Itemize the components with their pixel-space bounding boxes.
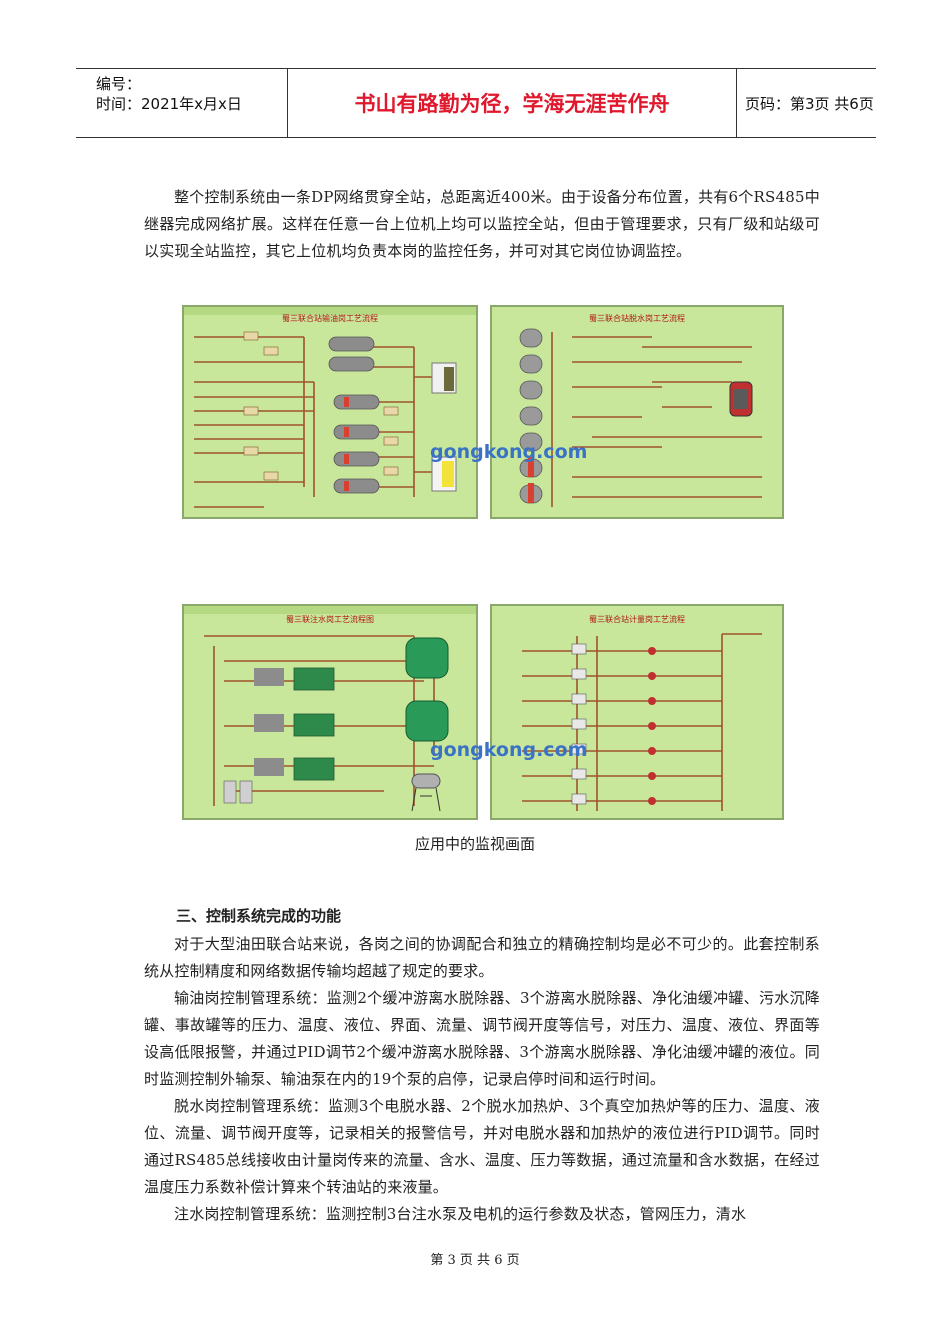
screen-title: 蜀三联注水岗工艺流程图 [286, 614, 374, 624]
paragraph-3: 脱水岗控制管理系统：监测3个电脱水器、2个脱水加热炉、3个真空加热炉等的压力、温… [144, 1097, 820, 1196]
header-motto: 书山有路勤为径，学海无涯苦作舟 [288, 69, 737, 137]
screen-title: 蜀三联合站脱水岗工艺流程 [589, 313, 685, 323]
paragraph-2: 输油岗控制管理系统：监测2个缓冲游离水脱除器、3个游离水脱除器、净化油缓冲罐、污… [144, 989, 820, 1088]
intro-paragraph: 整个控制系统由一条DP网络贯穿全站，总距离近400米。由于设备分布位置，共有6个… [144, 188, 820, 260]
watermark-text: gongkong.com [430, 441, 587, 463]
watermark-text: gongkong.com [430, 739, 587, 761]
watermark-2: gongkong.com [430, 739, 587, 761]
page-footer: 第 3 页 共 6 页 [430, 1253, 520, 1268]
paragraph-4: 注水岗控制管理系统：监测控制3台注水泵及电机的运行参数及状态，管网压力，清水 [174, 1205, 747, 1223]
id-label: 编号： [96, 75, 142, 93]
screen-oil-transport: 蜀三联合站输油岗工艺流程 [182, 305, 478, 519]
screen-title: 蜀三联合站计量岗工艺流程 [589, 614, 685, 624]
figure-caption: 应用中的监视画面 [414, 835, 535, 853]
time-label: 时间：2021年x月x日 [96, 95, 242, 113]
header-page-info: 页码：第3页 共6页 [745, 94, 874, 113]
screen-title: 蜀三联合站输油岗工艺流程 [282, 313, 378, 323]
header-meta-cell: 编号： 时间：2021年x月x日 [76, 69, 288, 137]
section-heading: 三、控制系统完成的功能 [176, 907, 342, 925]
watermark-1: gongkong.com [430, 441, 587, 463]
page-header: 编号： 时间：2021年x月x日 书山有路勤为径，学海无涯苦作舟 页码：第3页 … [76, 68, 876, 138]
screen-dehydration: 蜀三联合站脱水岗工艺流程 [490, 305, 784, 519]
screen-water-injection: 蜀三联注水岗工艺流程图 [182, 604, 478, 820]
screen-metering: 蜀三联合站计量岗工艺流程 [490, 604, 784, 820]
paragraph-1: 对于大型油田联合站来说，各岗之间的协调配合和独立的精确控制均是必不可少的。此套控… [144, 935, 820, 980]
